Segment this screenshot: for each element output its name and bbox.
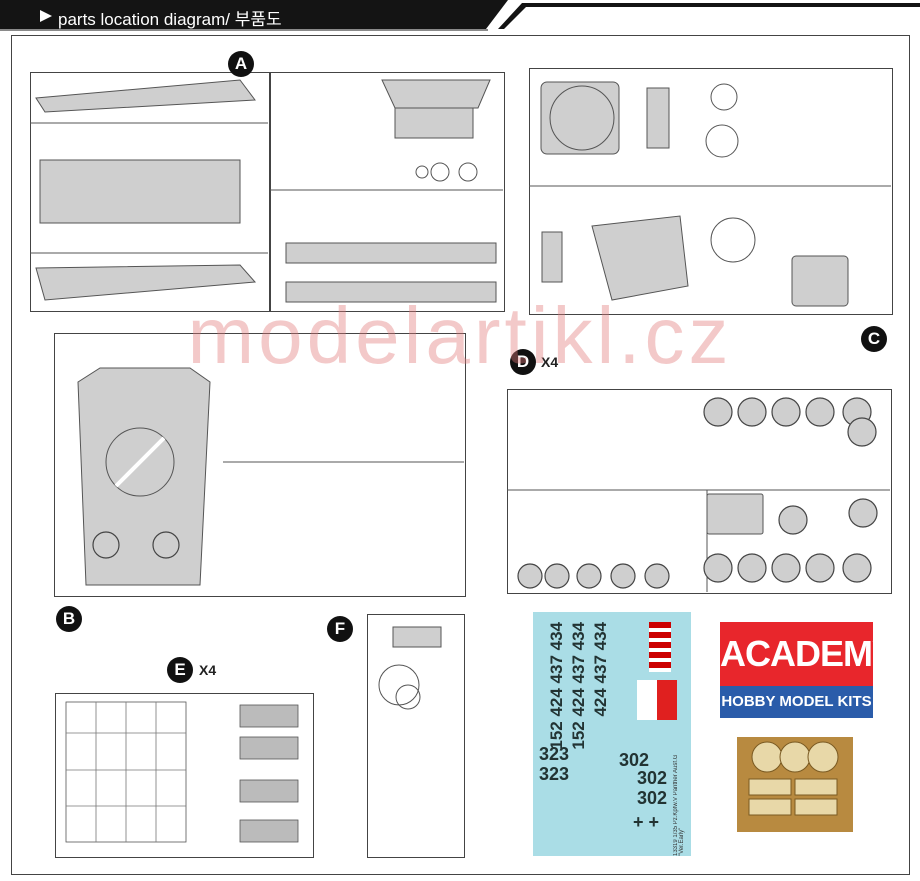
- part-deck: [394, 107, 474, 139]
- part-f-top: [392, 626, 442, 648]
- decal-323a: 323: [539, 744, 570, 764]
- brand-tagline: HOBBY MODEL KITS: [720, 686, 873, 718]
- part-hull-plate: [39, 159, 241, 224]
- part-hull-main: [77, 367, 211, 586]
- sprue-label-b: B: [56, 606, 82, 632]
- part-track-bottom: [35, 264, 257, 301]
- part-turret-front: [591, 215, 689, 301]
- watermark: modelartikl.cz: [187, 291, 733, 380]
- part-c-piece: [541, 231, 563, 283]
- sprue-label-c: C: [861, 326, 887, 352]
- photo-etch-drawing: [748, 741, 839, 816]
- sprue-label-e: E: [167, 657, 193, 683]
- part-c-block: [791, 255, 849, 307]
- sprue-f: [367, 614, 465, 858]
- decal-col-b: 152 424 437 434: [569, 622, 588, 750]
- decal-col-a: 152 424 437 434: [547, 622, 566, 750]
- sprue-label-f: F: [327, 616, 353, 642]
- part-turret-roof: [540, 81, 620, 155]
- decal-red-bars: [649, 622, 671, 672]
- part-bar-row1: [285, 242, 497, 264]
- decal-crosses: + +: [633, 812, 660, 832]
- sprue-e-multiplier: X4: [199, 662, 217, 678]
- decal-sheet: 152 424 437 434 152 424 437 434 424 437 …: [533, 612, 691, 856]
- brand-logo: ACADEMY: [720, 622, 896, 686]
- part-hull-hatch: [105, 427, 175, 497]
- part-bar-row2: [285, 281, 497, 303]
- decal-3022: 302: [637, 768, 668, 788]
- part-hatch: [549, 85, 615, 151]
- sprue-label-a: A: [228, 51, 254, 77]
- part-turret-plate: [381, 79, 491, 109]
- decal-col-c: 424 437 434: [591, 622, 610, 717]
- part-track-top: [35, 79, 256, 113]
- page-title: parts location diagram/ 부품도: [58, 10, 282, 29]
- photo-etch-fret: [737, 737, 853, 832]
- sprue-d-multiplier: X4: [541, 354, 559, 370]
- decal-red-checker: [637, 680, 677, 720]
- part-d-box: [706, 493, 764, 535]
- sprue-label-d: D: [510, 349, 536, 375]
- decal-side-text: 13319 1/35 Pz.Kpfw.V Panther Ausf.G "Ver…: [673, 754, 685, 856]
- decal-302c: 302: [637, 788, 668, 808]
- decal-302: 302: [619, 750, 650, 770]
- header-shape: [0, 0, 920, 31]
- header-bar: parts location diagram/ 부품도: [0, 0, 920, 32]
- play-arrow-icon: [40, 10, 52, 22]
- part-mantlet: [646, 87, 670, 149]
- decal-323b: 323: [539, 764, 570, 784]
